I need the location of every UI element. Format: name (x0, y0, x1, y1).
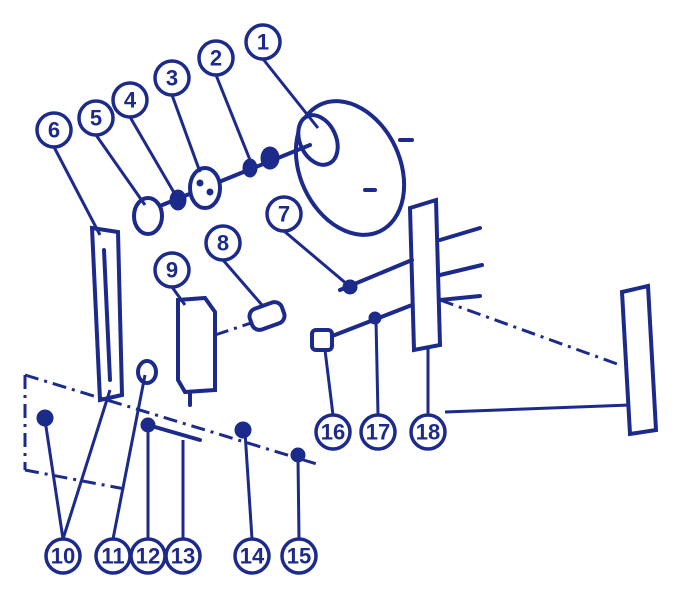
lever-arm (89, 225, 125, 403)
callout-5: 5 (77, 99, 115, 137)
callout-14: 14 (233, 537, 271, 575)
callout-16: 16 (314, 413, 352, 451)
svg-text:2: 2 (210, 46, 222, 71)
callout-10: 10 (44, 537, 82, 575)
callout-8: 8 (204, 224, 242, 262)
svg-text:3: 3 (166, 66, 178, 91)
callout-7: 7 (265, 195, 303, 233)
svg-text:12: 12 (136, 544, 160, 569)
svg-text:13: 13 (171, 544, 195, 569)
svg-text:14: 14 (240, 544, 265, 569)
svg-text:4: 4 (124, 88, 137, 113)
bracket (176, 295, 287, 407)
svg-text:16: 16 (321, 420, 345, 445)
callout-12: 12 (129, 537, 167, 575)
svg-text:10: 10 (51, 544, 75, 569)
svg-text:15: 15 (287, 544, 311, 569)
callout-4: 4 (111, 81, 149, 119)
svg-text:5: 5 (90, 106, 102, 131)
handwheel (293, 99, 414, 237)
svg-text:11: 11 (101, 544, 124, 569)
callout-9: 9 (153, 251, 191, 289)
leader-lines (43, 58, 631, 540)
svg-text:18: 18 (416, 420, 440, 445)
svg-text:6: 6 (48, 118, 60, 143)
callout-18: 18 (409, 413, 447, 451)
callout-15: 15 (280, 537, 318, 575)
small-parts (23, 258, 414, 492)
callout-6: 6 (35, 111, 73, 149)
callout-11: 11 (94, 537, 132, 575)
callout-13: 13 (164, 537, 202, 575)
callout-2: 2 (197, 39, 235, 77)
callout-3: 3 (153, 59, 191, 97)
post-assembly (407, 197, 659, 437)
svg-text:8: 8 (217, 231, 229, 256)
svg-text:17: 17 (366, 420, 390, 445)
svg-text:7: 7 (278, 202, 290, 227)
callout-1: 1 (244, 23, 282, 61)
svg-text:1: 1 (257, 30, 269, 55)
svg-text:9: 9 (166, 258, 178, 283)
callout-17: 17 (359, 413, 397, 451)
shaft-assembly (132, 143, 312, 236)
